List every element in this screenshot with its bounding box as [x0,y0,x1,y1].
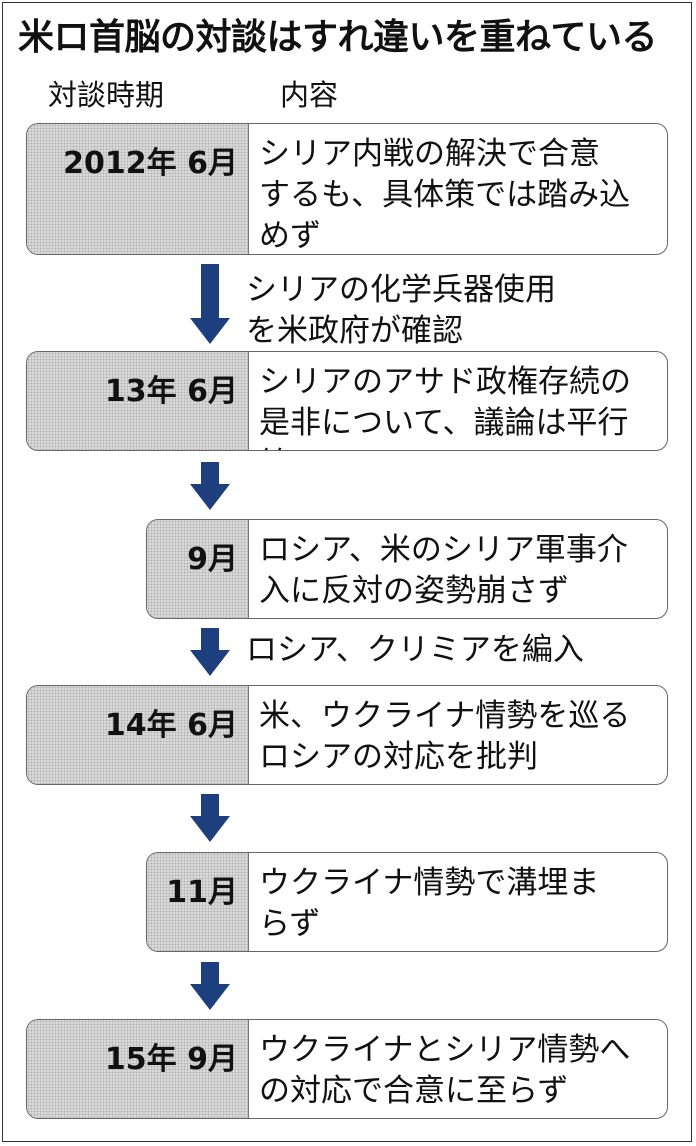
timeline-date: 14年 6月 [27,686,249,784]
timeline-text: シリア内戦の解決で合意 するも、具体策では踏み込 めず [259,136,631,254]
figure-title: 米ロ首脳の対談はすれ違いを重ねている [18,17,658,58]
header-content: 内容 [280,78,339,112]
event-note-crimea: ロシア、クリミアを編入 [246,632,584,668]
timeline-date: 2012年 6月 [27,124,249,254]
down-arrow-icon [190,794,230,842]
timeline-date: 15年 9月 [27,1020,249,1118]
timeline-item-2013-09: 9月 ロシア、米のシリア軍事介 入に反対の姿勢崩さず [146,519,668,619]
timeline-text: ロシア、米のシリア軍事介 入に反対の姿勢崩さず [259,532,628,609]
down-arrow-icon [190,264,230,344]
event-note-chemical-weapons: シリアの化学兵器使用 を米政府が確認 [246,272,556,349]
down-arrow-icon [190,462,230,510]
down-arrow-icon [190,962,230,1010]
timeline-item-2015-09: 15年 9月 ウクライナとシリア情勢へ の対応で合意に至らず [26,1019,668,1119]
header-time: 対談時期 [48,78,165,112]
timeline-date: 11月 [147,853,249,951]
timeline-text: ウクライナ情勢で溝埋ま らず [259,865,600,942]
timeline-date: 9月 [147,520,249,618]
timeline-date: 13年 6月 [27,352,249,450]
timeline-text: シリアのアサド政権存続の 是非について、議論は平行線 [259,364,631,450]
timeline-item-2012-06: 2012年 6月 シリア内戦の解決で合意 するも、具体策では踏み込 めず [26,123,668,255]
timeline-text: ウクライナとシリア情勢へ の対応で合意に至らず [259,1032,631,1109]
timeline-item-2014-06: 14年 6月 米、ウクライナ情勢を巡る ロシアの対応を批判 [26,685,668,785]
timeline-text: 米、ウクライナ情勢を巡る ロシアの対応を批判 [259,698,631,775]
timeline-item-2013-06: 13年 6月 シリアのアサド政権存続の 是非について、議論は平行線 [26,351,668,451]
timeline-item-2014-11: 11月 ウクライナ情勢で溝埋ま らず [146,852,668,952]
down-arrow-icon [190,628,230,676]
